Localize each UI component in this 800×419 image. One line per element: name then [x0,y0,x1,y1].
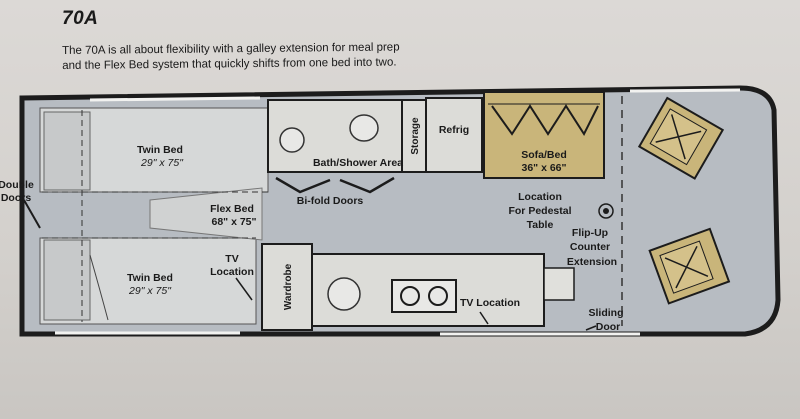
label-refrig: Refrig [439,124,469,136]
label-twin-bed-top-size: 29" x 75" [140,157,184,169]
label-tv-galley: TV Location [460,297,520,309]
pedestal-outer [598,203,614,219]
label-double-doors-2: Doors [1,192,31,204]
label-wardrobe: Wardrobe [283,263,294,310]
label-sliding-2: Door [596,321,621,333]
label-twin-bed-bottom-size: 29" x 75" [128,285,172,297]
label-tv-left-2: Location [210,266,254,278]
label-flex-bed-size: 68" x 75" [212,216,257,228]
label-counter-3: Extension [567,256,617,268]
label-bifold-doors: Bi-fold Doors [297,195,364,207]
cooktop [391,279,457,313]
label-storage: Storage [410,117,421,155]
counter-extension [543,267,575,301]
toilet [349,114,379,142]
label-sliding-1: Sliding [589,307,624,319]
label-twin-bed-top: Twin Bed [137,144,183,156]
bifold-door-right [339,176,395,194]
label-pedestal-3: Table [527,219,554,231]
label-twin-bed-bottom: Twin Bed [127,272,173,284]
refrigerator [425,97,483,173]
burner-left [400,286,420,306]
rear-door-mark [23,199,41,229]
window-top-right [629,88,741,93]
model-title: 70A [62,8,99,29]
burner-right [428,286,448,306]
label-sofa-bed: Sofa/Bed [521,149,567,161]
label-pedestal-2: For Pedestal [508,205,571,217]
bed-fold-line [89,254,109,321]
label-pedestal-1: Location [518,191,562,203]
tv-left-arrow [235,277,253,301]
bifold-door-left [275,176,331,194]
sliding-door-pointer [585,325,597,331]
label-bath-shower: Bath/Shower Area [313,157,403,169]
bath-sink [279,127,305,153]
tv-galley-pointer [479,311,489,325]
galley-sink [327,277,361,311]
sofa-fold-lines [491,104,599,137]
label-tv-left-1: TV [225,253,238,265]
label-flex-bed: Flex Bed [210,203,254,215]
cab-seat-top [637,96,725,180]
pedestal-inner [603,208,609,214]
cab-seat-bottom [648,227,731,305]
label-counter-1: Flip-Up [572,227,608,239]
label-sofa-bed-size: 36" x 66" [522,162,567,174]
rear-cushion-bottom [43,239,91,321]
label-counter-2: Counter [570,241,610,253]
window-top-left [89,96,261,102]
wardrobe-cabinet [261,243,313,331]
rear-cushion-top [43,111,91,191]
label-double-doors-1: Double [0,179,34,191]
storage-cabinet [401,99,427,173]
